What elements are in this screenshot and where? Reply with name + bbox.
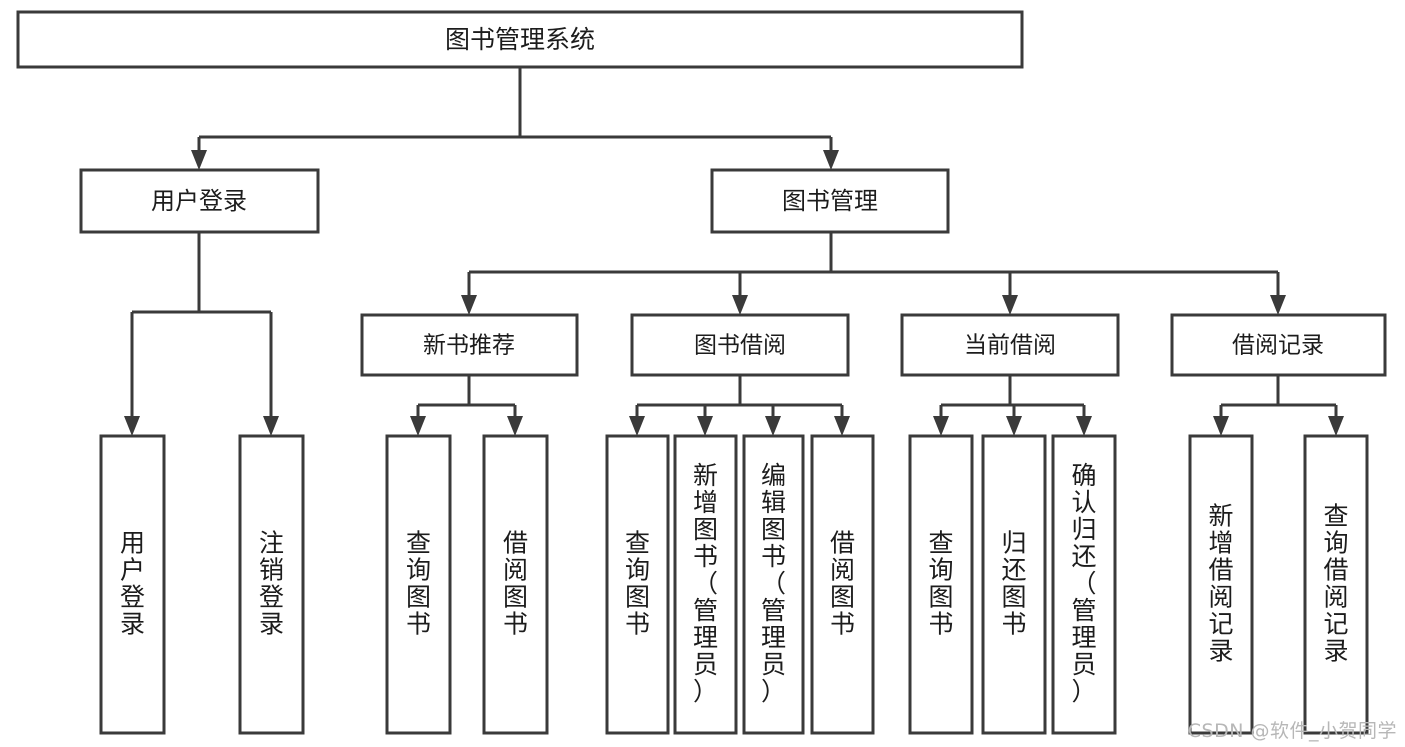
leaf-node-label: 归还图书 bbox=[1001, 529, 1026, 639]
leaf-node[interactable]: 查询借阅记录 bbox=[1303, 434, 1369, 735]
arrow-head-borrow-record bbox=[1270, 295, 1286, 315]
arrow-head-leaf-logout bbox=[263, 416, 279, 436]
node-book-management-box[interactable] bbox=[710, 168, 950, 234]
leaf-node[interactable]: 新增借阅记录 bbox=[1188, 434, 1254, 735]
arrow-head-leaf-user-login bbox=[124, 416, 140, 436]
node-new-book-recommend-box[interactable] bbox=[360, 313, 579, 377]
node-borrow-record[interactable]: 借阅记录 bbox=[1170, 313, 1387, 377]
leaf-node-label: 借阅图书 bbox=[830, 529, 855, 639]
leaf-node-box[interactable] bbox=[1188, 434, 1254, 735]
leaf-node-box[interactable] bbox=[908, 434, 974, 735]
leaf-node-box[interactable] bbox=[1051, 434, 1117, 735]
node-new-book-recommend-label: 新书推荐 bbox=[423, 333, 515, 359]
leaf-node-label: 编辑图书（管理员） bbox=[761, 461, 786, 706]
leaf-node[interactable]: 查询图书 bbox=[605, 434, 670, 735]
leaf-node-label: 查询借阅记录 bbox=[1323, 502, 1348, 666]
arrow-head-bb-edit-book bbox=[765, 416, 781, 436]
leaf-node-label: 查询图书 bbox=[625, 529, 650, 639]
leaf-node[interactable]: 借阅图书 bbox=[482, 434, 549, 735]
leaf-node-label: 查询图书 bbox=[928, 529, 953, 639]
node-book-management[interactable]: 图书管理 bbox=[710, 168, 950, 234]
leaf-node[interactable]: 归还图书 bbox=[981, 434, 1047, 735]
node-user-login[interactable]: 用户登录 bbox=[79, 168, 320, 234]
leaf-node-label: 查询图书 bbox=[406, 529, 431, 639]
leaf-node-box[interactable] bbox=[742, 434, 805, 735]
leaf-node-box[interactable] bbox=[673, 434, 738, 735]
node-book-borrow-box[interactable] bbox=[630, 313, 850, 377]
leaf-node[interactable]: 编辑图书（管理员） bbox=[742, 434, 805, 735]
leaf-node-label: 新增图书（管理员） bbox=[693, 461, 718, 706]
node-book-borrow-label: 图书借阅 bbox=[694, 333, 786, 359]
leaf-node[interactable]: 查询图书 bbox=[385, 434, 452, 735]
leaf-node-label: 注销登录 bbox=[259, 529, 284, 639]
arrow-head-new-book-rec bbox=[461, 295, 477, 315]
arrow-head-bb-add-book bbox=[697, 416, 713, 436]
node-current-borrow-box[interactable] bbox=[900, 313, 1120, 377]
leaf-node-box[interactable] bbox=[1303, 434, 1369, 735]
node-book-borrow[interactable]: 图书借阅 bbox=[630, 313, 850, 377]
leaf-node[interactable]: 确认归还（管理员） bbox=[1051, 434, 1117, 735]
leaf-node-layer: 用户登录 注销登录 查询图书 借阅图书 查询图书 新增图书（管理员） 编辑图书（管理员） 借阅… bbox=[99, 434, 1369, 735]
node-new-book-recommend[interactable]: 新书推荐 bbox=[360, 313, 579, 377]
arrow-head-cb-return-book bbox=[1006, 416, 1022, 436]
arrow-head-br-query-record bbox=[1328, 416, 1344, 436]
arrow-head-cb-query-book bbox=[933, 416, 949, 436]
leaf-node-box[interactable] bbox=[238, 434, 305, 735]
node-current-borrow[interactable]: 当前借阅 bbox=[900, 313, 1120, 377]
node-user-login-box[interactable] bbox=[79, 168, 320, 234]
node-current-borrow-label: 当前借阅 bbox=[964, 333, 1056, 359]
leaf-node-box[interactable] bbox=[981, 434, 1047, 735]
leaf-node-box[interactable] bbox=[482, 434, 549, 735]
leaf-node-box[interactable] bbox=[605, 434, 670, 735]
node-root-label: 图书管理系统 bbox=[445, 25, 595, 54]
node-root[interactable]: 图书管理系统 bbox=[16, 10, 1024, 69]
leaf-node-label: 用户登录 bbox=[120, 529, 145, 639]
leaf-node-label: 借阅图书 bbox=[503, 529, 528, 639]
node-user-login-label: 用户登录 bbox=[151, 187, 247, 215]
arrow-head-user-login bbox=[191, 150, 207, 170]
leaf-node-box[interactable] bbox=[385, 434, 452, 735]
connector-layer bbox=[124, 67, 1344, 436]
node-borrow-record-label: 借阅记录 bbox=[1232, 333, 1324, 359]
node-borrow-record-box[interactable] bbox=[1170, 313, 1387, 377]
node-book-management-label: 图书管理 bbox=[782, 187, 878, 215]
node-root-box[interactable] bbox=[16, 10, 1024, 69]
arrow-head-br-add-record bbox=[1213, 416, 1229, 436]
arrow-head-cb-confirm-return bbox=[1076, 416, 1092, 436]
arrow-head-bb-query-book bbox=[629, 416, 645, 436]
leaf-node[interactable]: 新增图书（管理员） bbox=[673, 434, 738, 735]
arrow-head-nbr-query-book bbox=[410, 416, 426, 436]
leaf-node-box[interactable] bbox=[99, 434, 166, 735]
arrow-head-nbr-borrow-book bbox=[507, 416, 523, 436]
arrow-head-book-borrow bbox=[732, 295, 748, 315]
leaf-node[interactable]: 查询图书 bbox=[908, 434, 974, 735]
leaf-node-label: 确认归还（管理员） bbox=[1071, 461, 1096, 706]
leaf-node[interactable]: 借阅图书 bbox=[810, 434, 875, 735]
leaf-node-box[interactable] bbox=[810, 434, 875, 735]
leaf-node[interactable]: 用户登录 bbox=[99, 434, 166, 735]
arrow-head-bb-borrow-book bbox=[834, 416, 850, 436]
leaf-node-label: 新增借阅记录 bbox=[1208, 502, 1233, 666]
arrow-head-current-borrow bbox=[1002, 295, 1018, 315]
arrow-head-book-mgmt bbox=[823, 150, 839, 170]
leaf-node[interactable]: 注销登录 bbox=[238, 434, 305, 735]
